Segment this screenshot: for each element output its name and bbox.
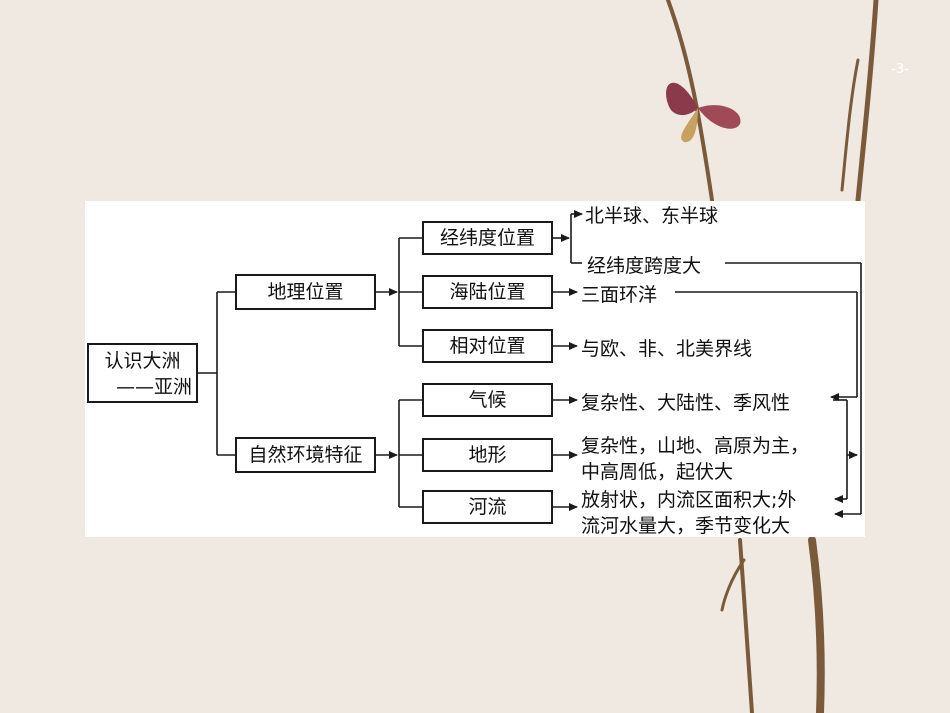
node-geographic-location: 地理位置 <box>235 274 376 310</box>
root-line-1: 认识大洲 <box>104 350 181 372</box>
note-climate: 复杂性、大陆性、季风性 <box>581 392 791 414</box>
note-terrain-line-1: 复杂性，山地、高原为主， <box>581 435 810 457</box>
note-rivers-line-2: 流河水量大，季节变化大 <box>581 515 791 537</box>
node-sea-land-position: 海陆位置 <box>422 275 553 309</box>
note-boundaries: 与欧、非、北美界线 <box>581 338 753 360</box>
node-terrain: 地形 <box>422 438 553 472</box>
node-climate: 气候 <box>422 383 553 417</box>
note-lat-long-span: 经纬度跨度大 <box>587 255 702 277</box>
concept-map-panel: 认识大洲 ——亚洲 地理位置 自然环境特征 经纬度位置 海陆位置 相对位置 气候… <box>85 201 865 537</box>
node-rivers: 河流 <box>422 490 553 524</box>
page-number: -3- <box>891 62 909 77</box>
node-lat-long-position: 经纬度位置 <box>422 221 553 255</box>
node-relative-position: 相对位置 <box>422 329 553 363</box>
note-terrain-line-2: 中高周低，起伏大 <box>581 461 734 483</box>
note-three-oceans: 三面环洋 <box>581 284 658 306</box>
note-hemispheres: 北半球、东半球 <box>585 205 719 227</box>
connector-lines <box>198 210 862 518</box>
node-natural-features: 自然环境特征 <box>235 437 376 473</box>
root-line-2: ——亚洲 <box>115 376 192 398</box>
butterfly-icon <box>666 82 741 143</box>
root-node: 认识大洲 ——亚洲 <box>87 343 198 403</box>
note-rivers-line-1: 放射状，内流区面积大;外 <box>581 489 797 511</box>
